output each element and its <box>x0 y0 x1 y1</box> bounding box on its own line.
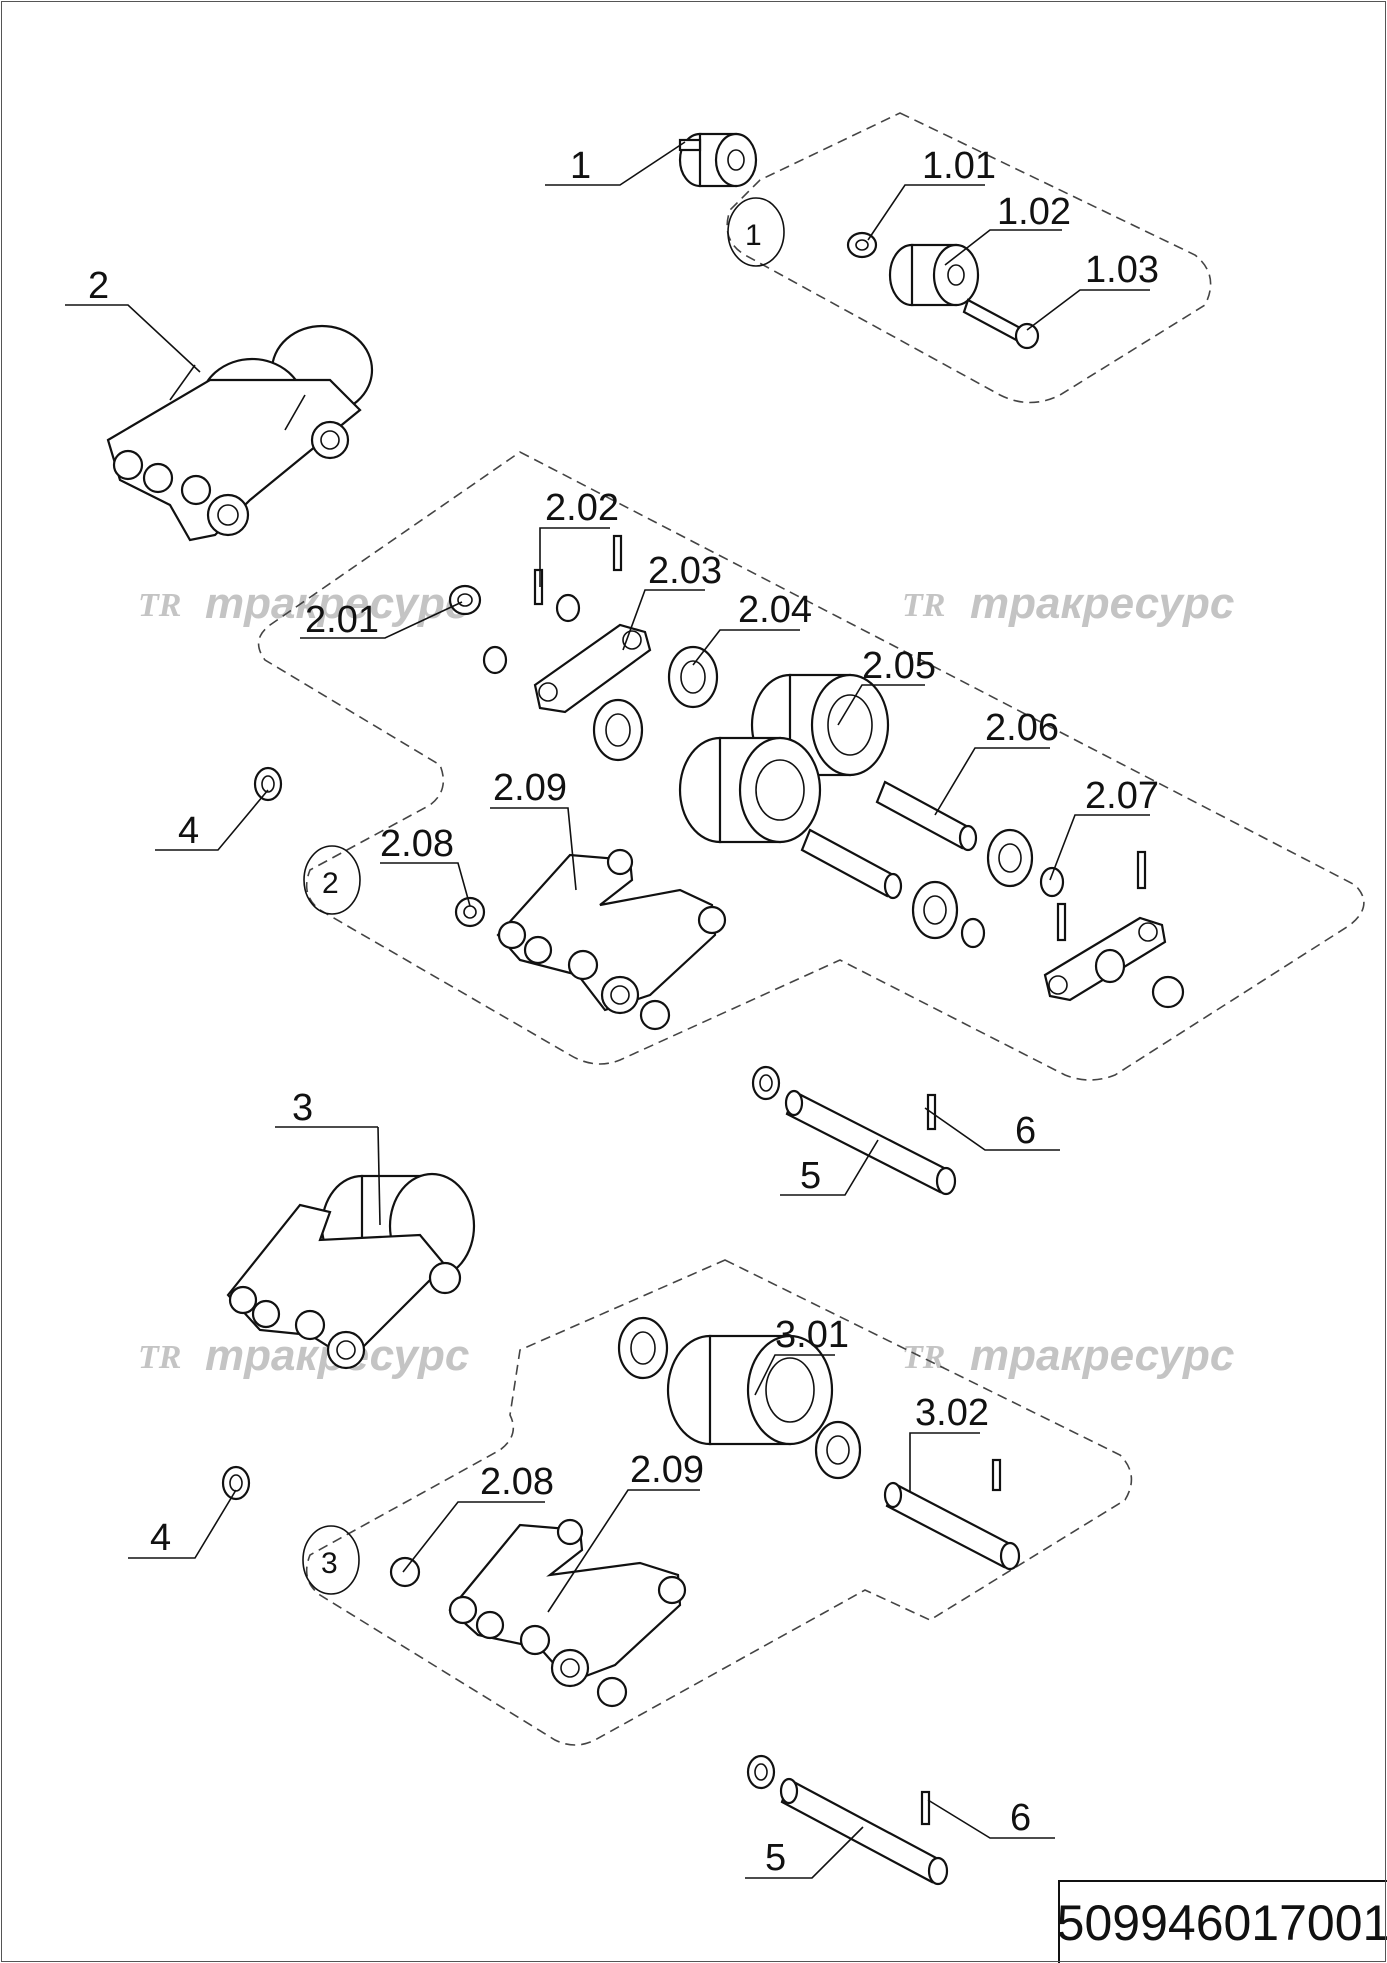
callout-2: 2 <box>88 265 109 307</box>
svg-text:TR: TR <box>902 587 945 624</box>
roller-3-01 <box>666 1334 834 1446</box>
washer-5-upper <box>751 1065 781 1101</box>
callout-4-upper: 4 <box>178 810 199 852</box>
callout-2-04: 2.04 <box>738 589 812 631</box>
pin-2-02 <box>533 534 623 606</box>
circlip-ring <box>482 645 508 675</box>
bushing-3-2-08 <box>389 1556 421 1588</box>
bushing-2-08 <box>454 896 486 928</box>
pin-6-lower <box>920 1790 931 1826</box>
svg-text:TR: TR <box>902 1339 945 1376</box>
frame-3-2-09 <box>448 1518 687 1688</box>
svg-text:TR: TR <box>138 1339 181 1376</box>
callout-1-02: 1.02 <box>997 191 1071 233</box>
callout-3-01: 3.01 <box>775 1314 849 1356</box>
callout-2-07: 2.07 <box>1085 775 1159 817</box>
drawing-number: 509946017001 <box>1056 1894 1387 1951</box>
bolt-1-03 <box>962 298 1040 350</box>
callout-3-02: 3.02 <box>915 1392 989 1434</box>
callout-5-upper: 5 <box>800 1155 821 1197</box>
callout-1-03: 1.03 <box>1085 249 1159 291</box>
callout-2-08: 2.08 <box>380 823 454 865</box>
roller-2-05 <box>678 673 890 844</box>
callout-2-06: 2.06 <box>985 707 1059 749</box>
bearing-2-04 <box>592 645 719 762</box>
circlip-ring <box>555 593 581 623</box>
bogie-2-assembly <box>106 324 374 542</box>
callout-2-01: 2.01 <box>305 599 379 641</box>
bogie-3-assembly <box>226 1172 476 1370</box>
svg-text:тракресурс: тракресурс <box>970 579 1234 628</box>
watermark-top-right: TR тракресурс <box>902 579 1234 628</box>
group-3-marker: 3 <box>302 1525 360 1595</box>
svg-text:3: 3 <box>321 1547 338 1580</box>
circlip-2-07 <box>1039 866 1065 898</box>
group-1-outline <box>726 112 1212 404</box>
link-plate-2-03 <box>533 623 652 714</box>
bearing-3-01-left <box>617 1316 669 1380</box>
bushing <box>596 1676 628 1708</box>
group-1-marker: 1 <box>727 197 785 267</box>
roller-1-assembly <box>678 132 758 188</box>
svg-text:2: 2 <box>322 867 339 900</box>
callout-6-lower: 6 <box>1010 1797 1031 1839</box>
watermark-bottom-left: TR тракресурс <box>138 1331 469 1380</box>
frame-2-09 <box>496 848 727 1015</box>
roller-1-02 <box>888 243 980 307</box>
nut-1-01 <box>846 231 878 259</box>
callout-3-2-08: 2.08 <box>480 1461 554 1503</box>
pin <box>991 1458 1002 1492</box>
bushing <box>1151 975 1185 1009</box>
washer-4-lower <box>221 1465 251 1501</box>
callout-1-01: 1.01 <box>922 145 996 187</box>
group-3-outline <box>305 1259 1133 1746</box>
shaft-5-lower <box>779 1777 949 1886</box>
svg-text:TR: TR <box>138 587 181 624</box>
callout-3-2-09: 2.09 <box>630 1449 704 1491</box>
svg-text:1: 1 <box>745 219 762 252</box>
group-2-outline <box>257 451 1365 1081</box>
bushing-2-01 <box>448 584 482 616</box>
callout-5-lower: 5 <box>765 1837 786 1879</box>
pin <box>1136 850 1147 890</box>
washer-5-lower <box>746 1754 776 1790</box>
circlip-ring <box>960 917 986 949</box>
callout-6-upper: 6 <box>1015 1110 1036 1152</box>
leader-lines <box>65 141 1150 1879</box>
shaft-3-02 <box>883 1481 1021 1571</box>
svg-text:тракресурс: тракресурс <box>970 1331 1234 1380</box>
callout-2-05: 2.05 <box>862 645 936 687</box>
callout-2-02: 2.02 <box>545 487 619 529</box>
drawing-number-box: 509946017001 <box>1056 1880 1387 1963</box>
bearing-2-07-area <box>911 828 1034 940</box>
callout-4-lower: 4 <box>150 1517 171 1559</box>
group-2-marker: 2 <box>303 845 361 915</box>
callout-3: 3 <box>292 1087 313 1129</box>
callout-2-03: 2.03 <box>648 550 722 592</box>
pin <box>1056 902 1067 942</box>
link-plate <box>1043 916 1167 1002</box>
watermark-top-left: TR тракресурс <box>138 579 469 628</box>
washer-4-upper <box>253 766 283 802</box>
bearing-3-01-right <box>814 1420 862 1480</box>
shaft-2-06 <box>800 780 978 900</box>
shaft-5-upper <box>784 1089 957 1196</box>
watermark-bottom-right: TR тракресурс <box>902 1331 1234 1380</box>
bushing <box>639 999 671 1031</box>
callout-1: 1 <box>570 145 591 187</box>
callout-2-09: 2.09 <box>493 767 567 809</box>
